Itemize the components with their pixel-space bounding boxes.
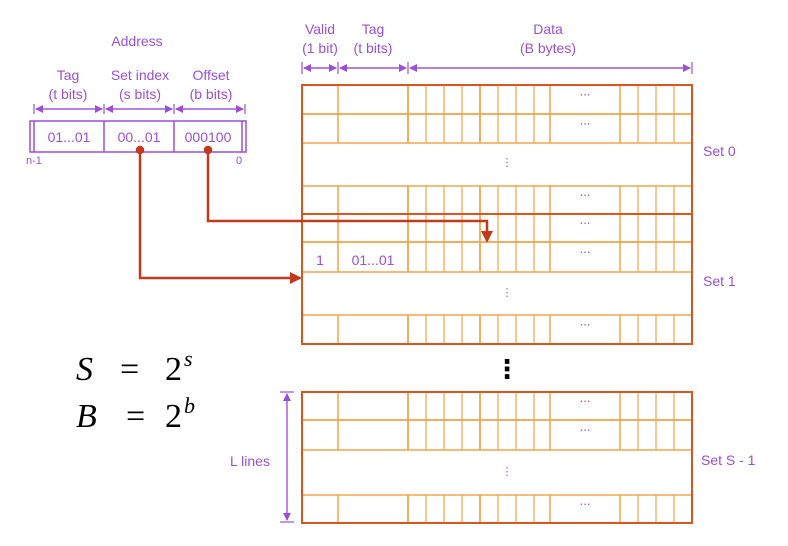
formula-s-exp: s	[184, 346, 193, 371]
formula-b-eq: =	[126, 398, 145, 435]
formula-b: B = 2 b	[76, 393, 195, 435]
address-setindex-width: (s bits)	[119, 86, 161, 102]
formula-b-base: 2	[165, 398, 182, 435]
tag-column-label: Tag	[362, 21, 385, 37]
set-0-vertical-ellipsis: ⋮	[502, 156, 513, 169]
valid-column-width: (1 bit)	[302, 40, 338, 56]
set-2-line-2-ellipsis: ...	[580, 493, 591, 508]
address-width-arrows	[33, 104, 246, 114]
highlight-tag-value: 01...01	[352, 252, 395, 268]
l-lines-label: L lines	[230, 453, 270, 469]
set-2-line-1-ellipsis: ...	[580, 419, 591, 434]
set-1-line-2-ellipsis: ...	[580, 314, 591, 329]
set-1-line-0-ellipsis: ...	[580, 212, 591, 227]
address-msb-label: n-1	[26, 155, 42, 167]
address-offset-label: Offset	[192, 67, 229, 83]
set-2-line-0-ellipsis: ...	[580, 390, 591, 405]
address-setindex-value: 00...01	[118, 129, 161, 145]
set-0-line-1-ellipsis: ...	[580, 113, 591, 128]
set-2-outline	[301, 391, 693, 524]
address-tag-label: Tag	[57, 67, 80, 83]
formula-s-base: 2	[165, 351, 182, 388]
set-1-outline	[301, 213, 693, 345]
address-offset-value: 000100	[185, 129, 232, 145]
data-column-width: (B bytes)	[520, 40, 576, 56]
set-1-label: Set 1	[703, 273, 736, 289]
valid-column-label: Valid	[305, 21, 335, 37]
set-0-outline	[301, 84, 693, 215]
set-index-pointer-arrow	[135, 145, 302, 284]
column-width-arrows	[301, 62, 693, 74]
address-setindex-label: Set index	[111, 67, 169, 83]
set-0-line-2-ellipsis: ...	[580, 184, 591, 199]
formula-s-lhs: S	[76, 351, 93, 388]
formula-s-eq: =	[120, 351, 139, 388]
set-0-label: Set 0	[703, 143, 736, 159]
l-lines-bracket	[280, 391, 294, 523]
data-column-label: Data	[533, 21, 563, 37]
address-tag-width: (t bits)	[49, 86, 88, 102]
address-tag-value: 01...01	[48, 129, 91, 145]
set-1-vertical-ellipsis: ⋮	[502, 286, 513, 299]
set-last-label: Set S - 1	[701, 452, 756, 468]
highlight-valid-value: 1	[316, 252, 324, 268]
cache-sets: ......... ⋮......... ⋮......... ⋮	[301, 84, 693, 524]
sets-ellipsis: ⋮	[494, 355, 520, 385]
address-lsb-label: 0	[236, 155, 242, 167]
address-offset-width: (b bits)	[190, 86, 233, 102]
set-0-line-0-ellipsis: ...	[580, 84, 591, 99]
offset-pointer-arrow	[203, 145, 493, 243]
set-1-line-1-ellipsis: ...	[580, 241, 591, 256]
address-title: Address	[111, 33, 162, 49]
tag-column-width: (t bits)	[354, 40, 393, 56]
formula-b-exp: b	[184, 393, 195, 418]
formula-b-lhs: B	[76, 398, 97, 435]
formula-s: S = 2 s	[76, 346, 193, 388]
set-2-vertical-ellipsis: ⋮	[502, 465, 513, 478]
